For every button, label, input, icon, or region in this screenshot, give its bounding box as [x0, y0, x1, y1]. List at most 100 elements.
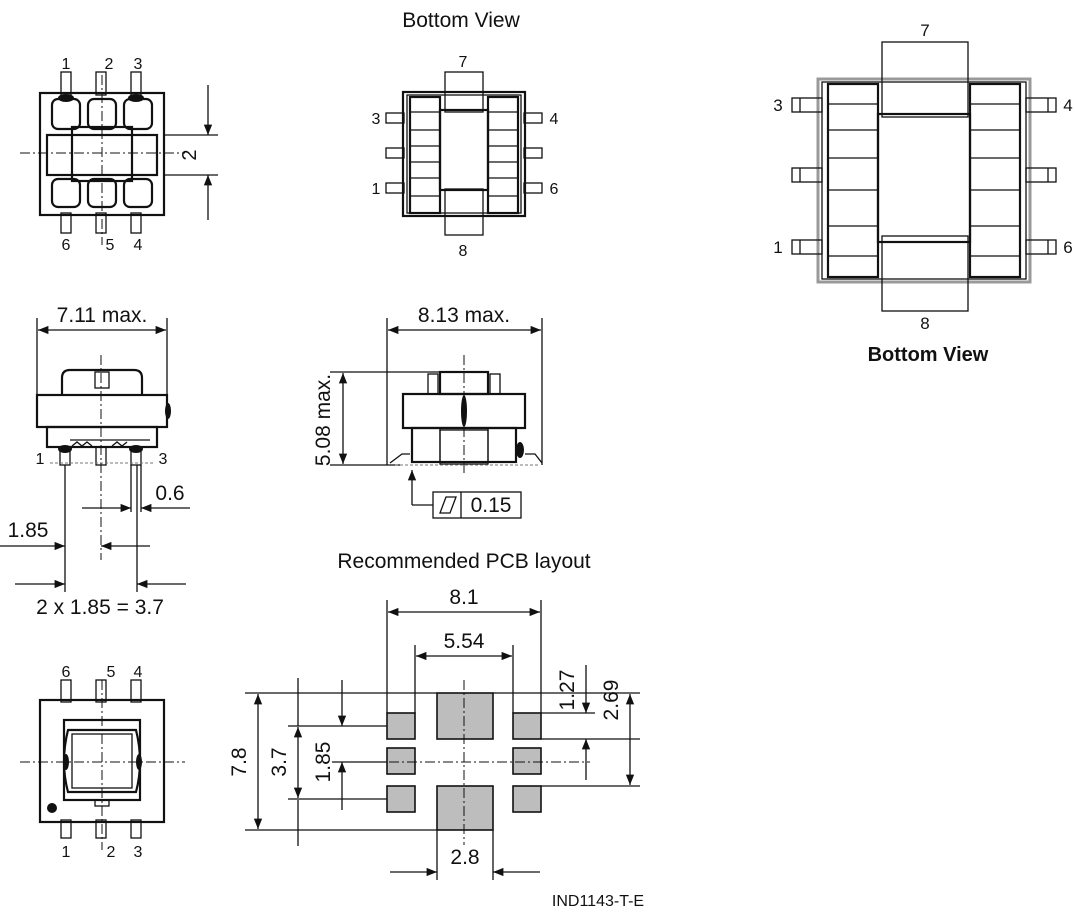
pcb-pad-3: [386, 712, 416, 740]
bv-pin-3: 3: [372, 111, 381, 128]
tl-pin-1: 1: [62, 56, 71, 73]
bv-terminal-3: [385, 112, 405, 124]
lv-pin-1: 1: [773, 238, 782, 257]
lv-terminal-1: [791, 239, 823, 255]
sv-711-label: 7.11 max.: [57, 304, 148, 327]
lv-pad-8: [881, 235, 969, 312]
bl-pin-1: 1: [62, 844, 71, 861]
bv-terminal-6: [523, 182, 543, 194]
bottom-view-title: Bottom View: [402, 9, 520, 32]
pcb-layout: Recommended PCB layout 8.1 5.54 1.27 2.6…: [228, 550, 644, 910]
bl-pin-4: 4: [134, 664, 143, 681]
pcb-28-label: 2.8: [450, 846, 479, 869]
pcb-269-label: 2.69: [600, 680, 623, 721]
top-left-view: 2 1 2 3 6 5 4: [20, 56, 218, 254]
lv-terminal-6: [1025, 239, 1057, 255]
pcb-pad-8: [436, 785, 494, 831]
lv-title: Bottom View: [868, 344, 989, 366]
lv-pin-7: 7: [920, 21, 929, 40]
pcb-78-label: 7.8: [228, 747, 251, 776]
tl-terminal-3: [130, 71, 142, 96]
sv-pin-label-1: 1: [36, 451, 45, 468]
sv-37-label: 2 x 1.85 = 3.7: [36, 596, 164, 619]
tl-dim-2: 2: [179, 149, 201, 160]
pcb-pad-1: [386, 785, 416, 813]
pcb-title: Recommended PCB layout: [337, 550, 590, 573]
bl-pin-3: 3: [134, 844, 143, 861]
mv-813-label: 8.13 max.: [418, 304, 510, 327]
sv-185-label: 1.85: [8, 519, 49, 542]
bv-terminal-mid-right: [523, 147, 543, 159]
bv-terminal-4: [523, 112, 543, 124]
lv-terminal-mid-right: [1025, 167, 1057, 183]
pcb-pad-4: [512, 712, 542, 740]
lv-right-stack: [968, 82, 1022, 279]
tl-terminal-5: [95, 212, 107, 234]
pcb-pad-mid-right: [512, 747, 542, 775]
bl-pin-5: 5: [107, 664, 116, 681]
tl-terminal-6: [60, 212, 72, 234]
bv-pin-6: 6: [550, 181, 559, 198]
tl-terminal-1: [60, 71, 72, 96]
pcb-pad-6: [512, 785, 542, 813]
lv-terminal-4: [1025, 97, 1057, 113]
sv-06-label: 0.6: [155, 482, 184, 505]
tl-window: [122, 177, 154, 209]
lv-left-stack: [826, 82, 880, 279]
lv-pad-7: [881, 41, 969, 118]
sv-flange: [35, 393, 169, 429]
lv-pin-3: 3: [773, 96, 782, 115]
pcb-37-label: 3.7: [268, 747, 291, 776]
lv-center-core: [876, 112, 972, 244]
pcb-pad-mid-left: [386, 747, 416, 775]
bottom-view-small: Bottom View 7 8 3 1 4: [372, 9, 559, 260]
tl-pin-3: 3: [134, 56, 143, 73]
lv-terminal-mid-left: [791, 167, 823, 183]
mv-508-label: 5.08 max.: [312, 374, 335, 466]
bv-pin-1: 1: [372, 181, 381, 198]
lv-pin-6: 6: [1063, 238, 1072, 257]
side-view-middle: 8.13 max. 5.08 max. 0.15: [312, 304, 543, 519]
pcb-185-label: 1.85: [312, 742, 335, 783]
bl-pin-6: 6: [62, 664, 71, 681]
tl-window: [50, 97, 82, 131]
bv-terminal-mid-left: [385, 147, 405, 159]
bottom-view-large: 7 8 3 1 4 6 Bottom View: [773, 21, 1072, 366]
tl-terminal-2: [95, 71, 107, 96]
lv-pin-8: 8: [920, 314, 929, 333]
tl-core-center: [70, 125, 134, 183]
sv-cap: [60, 368, 144, 395]
bottom-left-view: 6 5 4 1 2 3: [20, 664, 185, 861]
tl-pin-6: 6: [62, 237, 71, 254]
lv-terminal-3: [791, 97, 823, 113]
pcb-pad-7: [436, 692, 494, 740]
bv-terminal-1: [385, 182, 405, 194]
pcb-127-label: 1.27: [556, 670, 579, 711]
mv-flatness-frame: [432, 491, 522, 519]
sv-base: [45, 425, 159, 449]
bv-pad-7: [444, 71, 484, 113]
tl-pin-2: 2: [105, 56, 114, 73]
bv-pin-4: 4: [550, 111, 559, 128]
flatness-symbol-icon: [439, 496, 457, 514]
tl-window: [122, 97, 154, 131]
bv-inner-outline: [406, 94, 522, 214]
bl-pin-2: 2: [107, 844, 116, 861]
pin1-marker-dot: [47, 803, 57, 813]
tl-terminal-4: [130, 212, 142, 234]
bv-center-core: [438, 108, 490, 192]
bv-pin-7: 7: [459, 54, 468, 71]
mv-flatness-value: 0.15: [471, 494, 512, 517]
tl-pin-4: 4: [134, 237, 143, 254]
lv-body-outline: [816, 77, 1032, 284]
sv-pin-label-3: 3: [159, 451, 168, 468]
pcb-554-label: 5.54: [444, 630, 485, 653]
pcb-81-label: 8.1: [449, 586, 478, 609]
lv-pin-4: 4: [1063, 96, 1072, 115]
bv-pad-8: [444, 188, 484, 236]
figure-code: IND1143-T-E: [552, 893, 644, 910]
bv-pin-8: 8: [459, 243, 468, 260]
side-view-left: 7.11 max. 1 3 0.6 1.85: [0, 304, 190, 619]
